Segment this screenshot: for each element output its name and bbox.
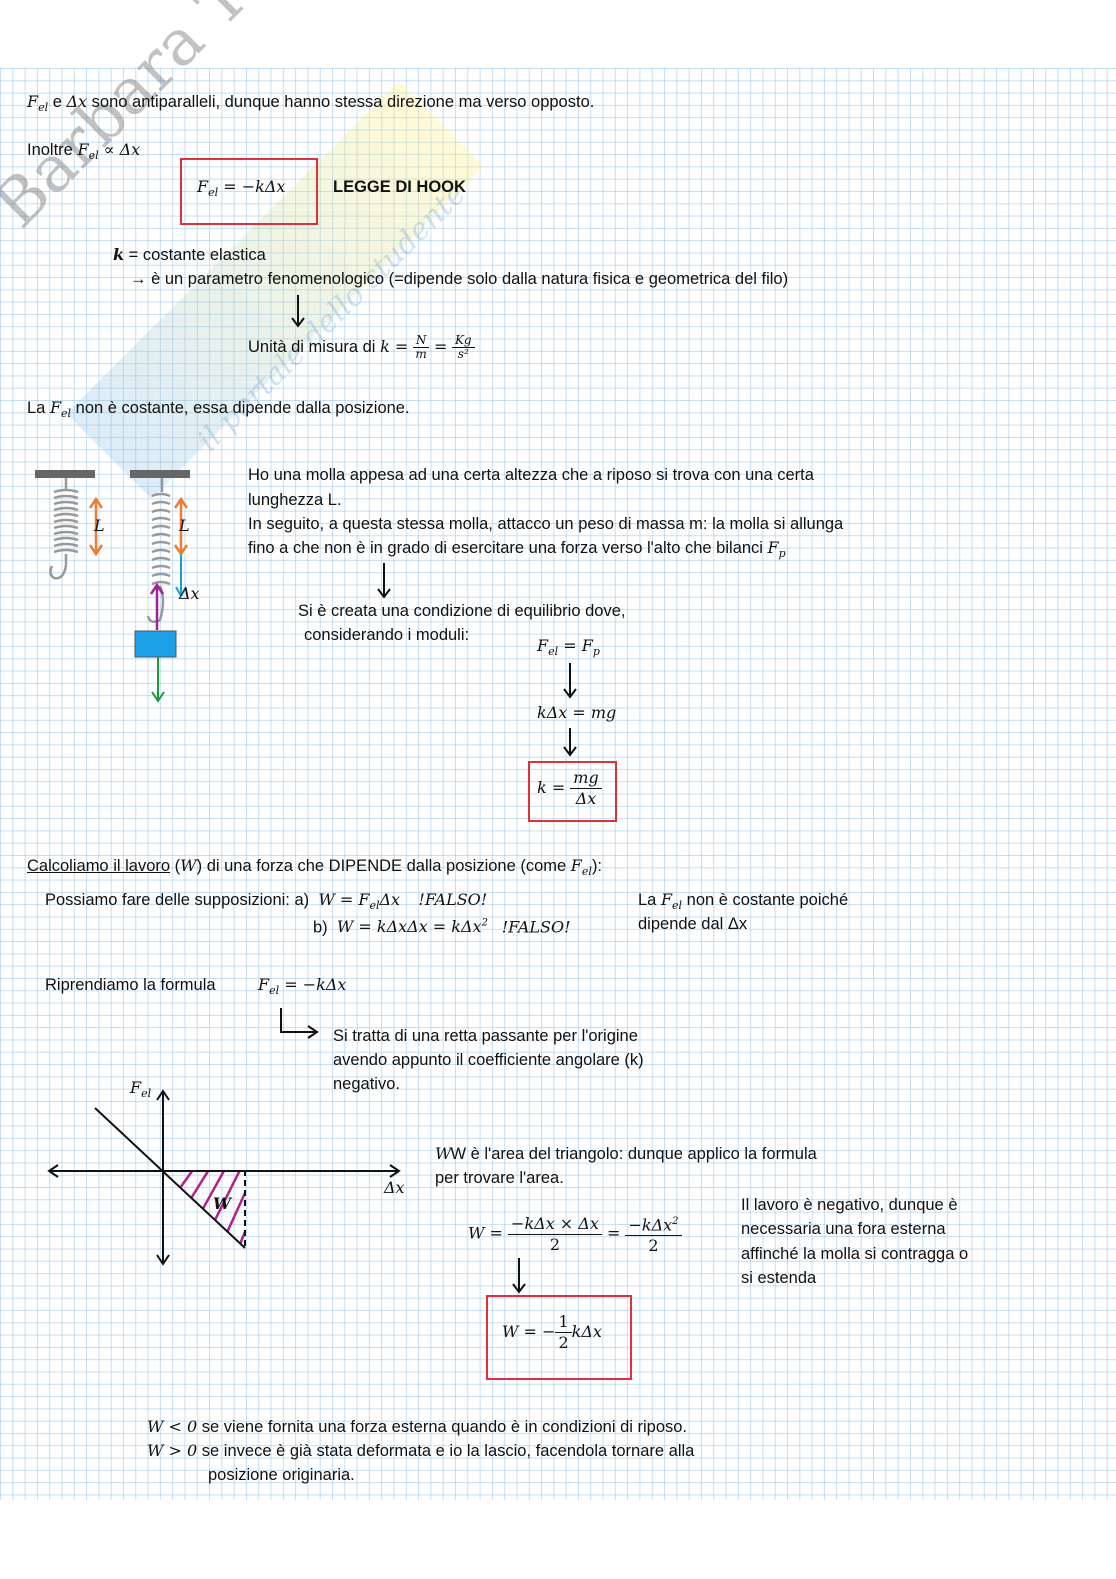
- spring-text-line: In seguito, a questa stessa molla, attac…: [248, 515, 844, 533]
- area-text: WW è l'area del triangolo: dunque applic…: [435, 1144, 817, 1163]
- down-arrow-icon: [377, 563, 391, 599]
- ceiling-left: [35, 470, 95, 478]
- grid-paper-background: [0, 68, 1116, 1500]
- elongation-arrow-icon: [175, 554, 187, 599]
- hooke-law-formula: Fel = −kΔx: [197, 177, 286, 200]
- elongation-label: Δx: [179, 584, 200, 603]
- spring-right-icon: [146, 478, 171, 624]
- k-parameter-note: → è un parametro fenomenologico (=dipend…: [130, 270, 789, 288]
- down-arrow-icon: [563, 663, 577, 699]
- length-label-right: L: [179, 516, 190, 535]
- length-arrow-left-icon: [88, 496, 104, 557]
- force-line: [94, 1107, 246, 1249]
- spring-left-icon: [49, 478, 79, 580]
- negative-work-text: Il lavoro è negativo, dunque è: [741, 1196, 958, 1214]
- conclusion-line: W < 0 se viene fornita una forza esterna…: [147, 1417, 688, 1436]
- not-constant-note: dipende dal Δx: [638, 915, 748, 933]
- down-arrow-icon: [563, 728, 577, 757]
- formula-again-label: Riprendiamo la formula: [45, 976, 216, 994]
- work-result-box: [486, 1295, 632, 1380]
- line-description: Si tratta di una retta passante per l'or…: [333, 1027, 638, 1045]
- equilibrium-text: considerando i moduli:: [304, 626, 470, 644]
- formula-again: Fel = −kΔx: [258, 975, 347, 998]
- conclusion-line: W > 0 se invece è già stata deformata e …: [147, 1441, 695, 1460]
- line-description: avendo appunto il coefficiente angolare …: [333, 1051, 644, 1069]
- proportional-sentence: Inoltre Fel ∝ Δx: [27, 140, 141, 163]
- negative-work-text: necessaria una fora esterna: [741, 1220, 946, 1238]
- x-axis-label: Δx: [384, 1178, 405, 1197]
- down-arrow-icon: [291, 295, 305, 328]
- mass-block: [134, 630, 177, 658]
- equilibrium-text: Si è creata una condizione di equilibrio…: [298, 602, 626, 620]
- hooke-law-box: [180, 158, 318, 225]
- y-axis: [156, 1089, 170, 1266]
- conclusion-line: posizione originaria.: [208, 1466, 355, 1484]
- equilibrium-equation: Fel = Fp: [537, 636, 600, 659]
- negative-work-text: si estenda: [741, 1269, 817, 1287]
- k-definition: k = costante elastica: [113, 245, 266, 264]
- not-constant-note: La Fel non è costante poiché: [638, 890, 849, 913]
- supposition-b: b) W = kΔxΔx = kΔx2 !FALSO!: [313, 917, 571, 937]
- elbow-arrow-icon: [280, 1008, 319, 1039]
- negative-work-text: affinché la molla si contragga o: [741, 1245, 969, 1263]
- k-result-box: [528, 761, 617, 822]
- work-heading: Calcoliamo il lavoro (W) di una forza ch…: [27, 856, 603, 879]
- hooke-law-label: LEGGE DI HOOK: [333, 178, 466, 196]
- x-axis: [47, 1164, 401, 1178]
- spring-text-line: fino a che non è in grado di esercitare …: [248, 538, 786, 561]
- supposition-a: Possiamo fare delle supposizioni: a) W =…: [45, 890, 488, 913]
- equilibrium-moduli-equation: kΔx = mg: [537, 703, 617, 722]
- antiparallel-sentence: Fel e Δx sono antiparalleli, dunque hann…: [27, 92, 595, 115]
- spring-force-arrow-icon: [149, 582, 165, 630]
- length-label-left: L: [94, 516, 105, 535]
- line-description: negativo.: [333, 1075, 400, 1093]
- spring-figure: [35, 470, 190, 703]
- y-axis-label: Fel: [130, 1078, 152, 1101]
- weight-arrow-icon: [151, 657, 165, 703]
- spring-text-line: Ho una molla appesa ad una certa altezza…: [248, 466, 814, 484]
- ceiling-right: [130, 470, 190, 478]
- area-text: per trovare l'area.: [435, 1169, 564, 1187]
- spring-text-line: lunghezza L.: [248, 491, 342, 509]
- not-constant-sentence: La Fel non è costante, essa dipende dall…: [27, 398, 410, 421]
- area-label: W: [213, 1194, 231, 1213]
- down-arrow-icon: [512, 1258, 526, 1294]
